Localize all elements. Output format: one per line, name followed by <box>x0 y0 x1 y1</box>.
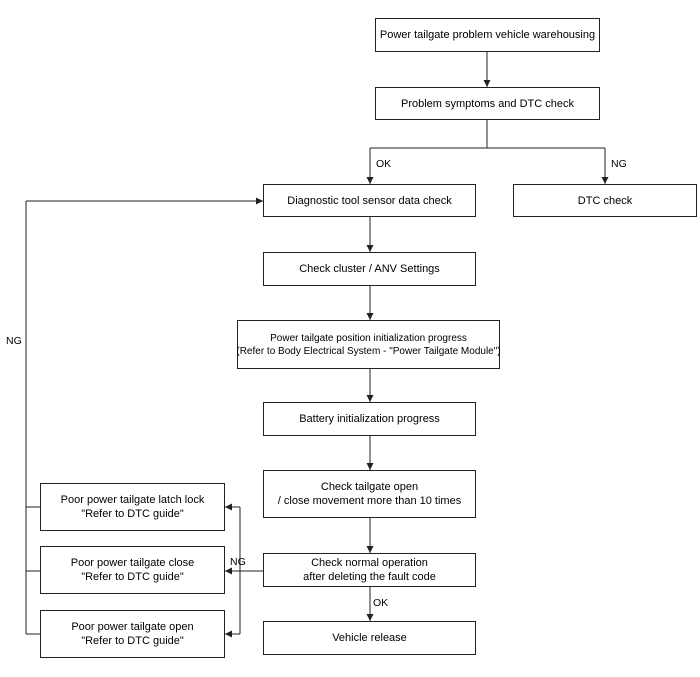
label-ok-release: OK <box>373 597 389 609</box>
node-text: / close movement more than 10 times <box>277 495 462 507</box>
node-warehousing: Power tailgate problem vehicle warehousi… <box>375 18 600 52</box>
node-battery-initialization: Battery initialization progress <box>263 402 476 436</box>
node-dtc-check: DTC check <box>513 184 697 217</box>
node-text: Problem symptoms and DTC check <box>401 97 574 110</box>
node-text: Check normal operation <box>311 557 428 569</box>
node-text: Check cluster / ANV Settings <box>299 263 440 275</box>
node-text: Poor power tailgate open <box>71 621 194 633</box>
node-position-initialization: Power tailgate position initialization p… <box>236 320 501 369</box>
node-movement-check: Check tailgate open / close movement mor… <box>263 470 476 518</box>
node-text: (Refer to Body Electrical System - "Powe… <box>236 345 501 357</box>
label-ng-normal: NG <box>230 556 246 568</box>
node-text: "Refer to DTC guide" <box>81 571 184 583</box>
node-text: Vehicle release <box>332 632 407 644</box>
node-text: Diagnostic tool sensor data check <box>287 194 452 207</box>
node-diagnostic-tool-check: Diagnostic tool sensor data check <box>263 184 476 217</box>
node-text: Power tailgate problem vehicle warehousi… <box>379 29 596 41</box>
node-text: Battery initialization progress <box>299 413 440 425</box>
node-text: Power tailgate position initialization p… <box>270 332 467 344</box>
node-vehicle-release: Vehicle release <box>263 621 476 655</box>
node-text: after deleting the fault code <box>303 571 436 583</box>
node-text: Poor power tailgate latch lock <box>60 494 205 506</box>
node-normal-operation-check: Check normal operation after deleting th… <box>263 553 476 587</box>
node-poor-open: Poor power tailgate open "Refer to DTC g… <box>40 610 225 658</box>
node-problem-symptoms: Problem symptoms and DTC check <box>375 87 600 120</box>
label-ok-diag: OK <box>376 158 392 170</box>
node-cluster-settings: Check cluster / ANV Settings <box>263 252 476 286</box>
node-text: "Refer to DTC guide" <box>81 635 184 647</box>
node-text: Check tailgate open <box>320 481 419 493</box>
node-text: "Refer to DTC guide" <box>81 508 184 520</box>
node-poor-latch-lock: Poor power tailgate latch lock "Refer to… <box>40 483 225 531</box>
node-text: DTC check <box>577 194 633 207</box>
label-ng-dtc: NG <box>611 158 627 170</box>
label-ng-loop: NG <box>6 335 22 347</box>
node-text: Poor power tailgate close <box>70 557 195 569</box>
node-poor-close: Poor power tailgate close "Refer to DTC … <box>40 546 225 594</box>
